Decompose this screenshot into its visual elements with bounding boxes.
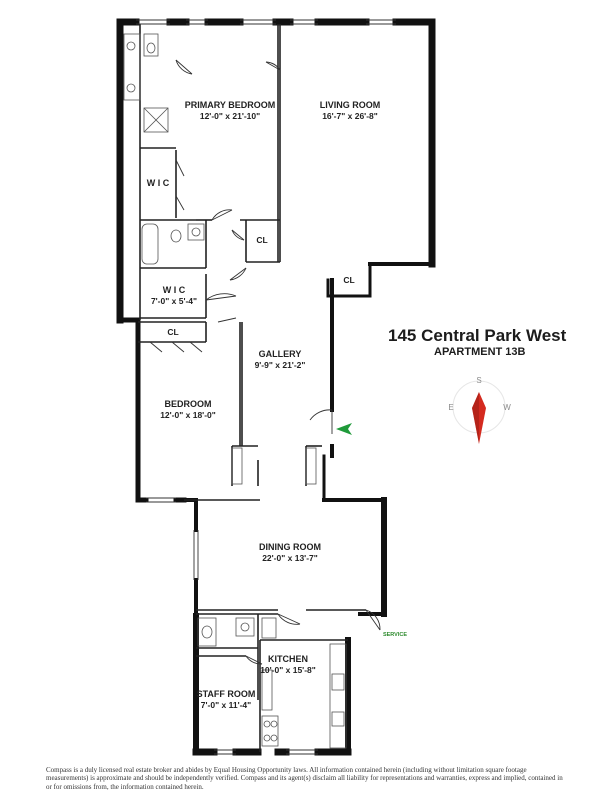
- kitchen-name: KITCHEN: [268, 654, 308, 664]
- staff-room-dims: 7'-0" x 11'-4": [201, 700, 251, 710]
- gallery-dims: 9'-9" x 21'-2": [255, 360, 306, 370]
- gallery-name: GALLERY: [259, 349, 302, 359]
- closet-label-gallery: CL: [256, 235, 267, 245]
- living-room-dims: 16'-7" x 26'-8": [322, 111, 378, 121]
- kitchen-dims: 10'-0" x 15'-8": [260, 665, 316, 675]
- dining-room-name: DINING ROOM: [259, 542, 321, 552]
- compass: S E W: [448, 376, 511, 444]
- interior-walls: [138, 24, 366, 752]
- service-label: SERVICE: [383, 632, 407, 638]
- fixtures: [123, 33, 347, 749]
- wic-lower-name: W I C: [163, 285, 186, 295]
- bedroom-dims: 12'-0" x 18'-0": [160, 410, 216, 420]
- closet-label-bedroom: CL: [167, 327, 178, 337]
- wic-lower-dims: 7'-0" x 5'-4": [151, 296, 197, 306]
- living-room-name: LIVING ROOM: [320, 100, 381, 110]
- primary-bedroom-dims: 12'-0" x 21'-10": [200, 111, 260, 121]
- compass-needle-shade-icon: [472, 392, 479, 444]
- toilet-icon: [170, 229, 182, 243]
- stove-burner-icon: [270, 734, 278, 742]
- closet-label-living: CL: [343, 275, 354, 285]
- toilet-icon: [201, 625, 213, 639]
- walls: [116, 18, 436, 756]
- bedroom-name: BEDROOM: [165, 399, 212, 409]
- compass-needle-icon: [472, 392, 486, 444]
- doors: [149, 59, 381, 665]
- primary-bedroom-name: PRIMARY BEDROOM: [185, 100, 276, 110]
- apartment-number: APARTMENT 13B: [434, 346, 526, 358]
- entry-arrow-icon: [336, 423, 352, 435]
- sink-icon: [126, 83, 136, 93]
- compass-left-letter: E: [448, 403, 453, 412]
- sink-icon: [191, 227, 201, 237]
- dining-room-dims: 22'-0" x 13'-7": [262, 553, 318, 563]
- compass-right-letter: W: [503, 403, 511, 412]
- wic-upper-name: W I C: [147, 178, 170, 188]
- building-address: 145 Central Park West: [388, 326, 567, 345]
- windows: [136, 19, 396, 755]
- stove-burner-icon: [263, 734, 271, 742]
- stove-burner-icon: [270, 720, 278, 728]
- sink-icon: [126, 41, 136, 51]
- staff-room-name: STAFF ROOM: [197, 689, 256, 699]
- sink-icon: [240, 622, 250, 632]
- toilet-icon: [146, 42, 156, 54]
- compass-top-letter: S: [476, 376, 481, 385]
- room-labels: PRIMARY BEDROOM 12'-0" x 21'-10" LIVING …: [147, 100, 408, 710]
- stove-burner-icon: [263, 720, 271, 728]
- legal-disclaimer: Compass is a duly licensed real estate b…: [46, 766, 563, 791]
